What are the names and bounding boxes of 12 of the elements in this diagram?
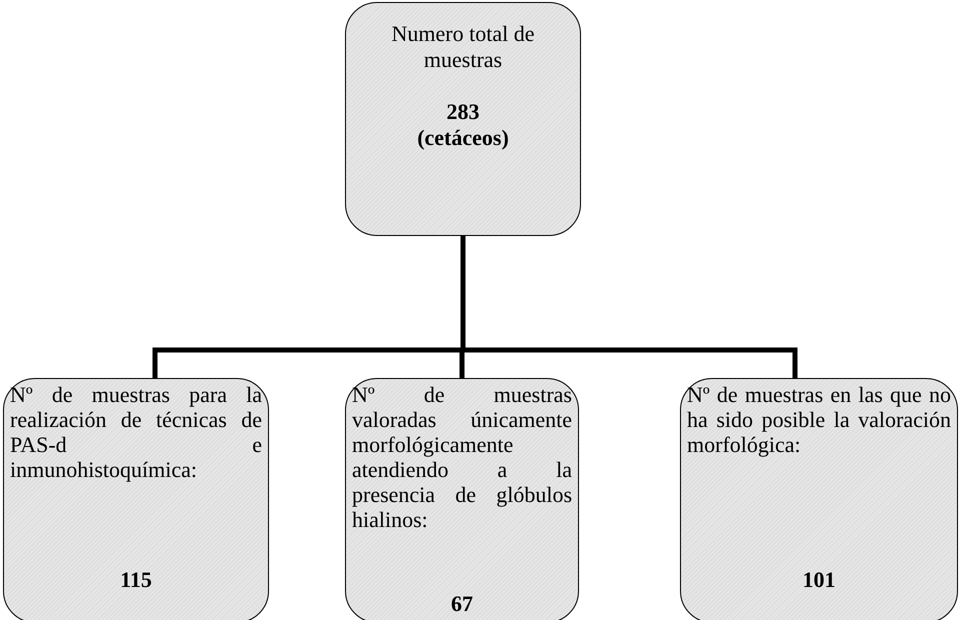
rounded-box (3, 378, 269, 620)
rounded-box (680, 378, 958, 620)
node-text: Numero total de muestras (390, 21, 536, 73)
count-value: 115 (119, 567, 153, 593)
rounded-box (345, 2, 581, 236)
node-text: Nº de muestras valoradas únicamente morfológicamente atendiendo a la presencia de glóbulos hialinos: (352, 382, 572, 532)
rounded-box (345, 378, 579, 620)
node-text: Nº de muestras para la realización de técnicas de PAS-d e inmunohistoquímica: (10, 382, 262, 482)
count-value: 283 (cetáceos) (416, 99, 510, 151)
count-value: 101 (802, 567, 836, 593)
node-text: Nº de muestras en las que no ha sido posible la valoración morfológica: (687, 382, 951, 457)
count-value: 67 (450, 591, 474, 617)
